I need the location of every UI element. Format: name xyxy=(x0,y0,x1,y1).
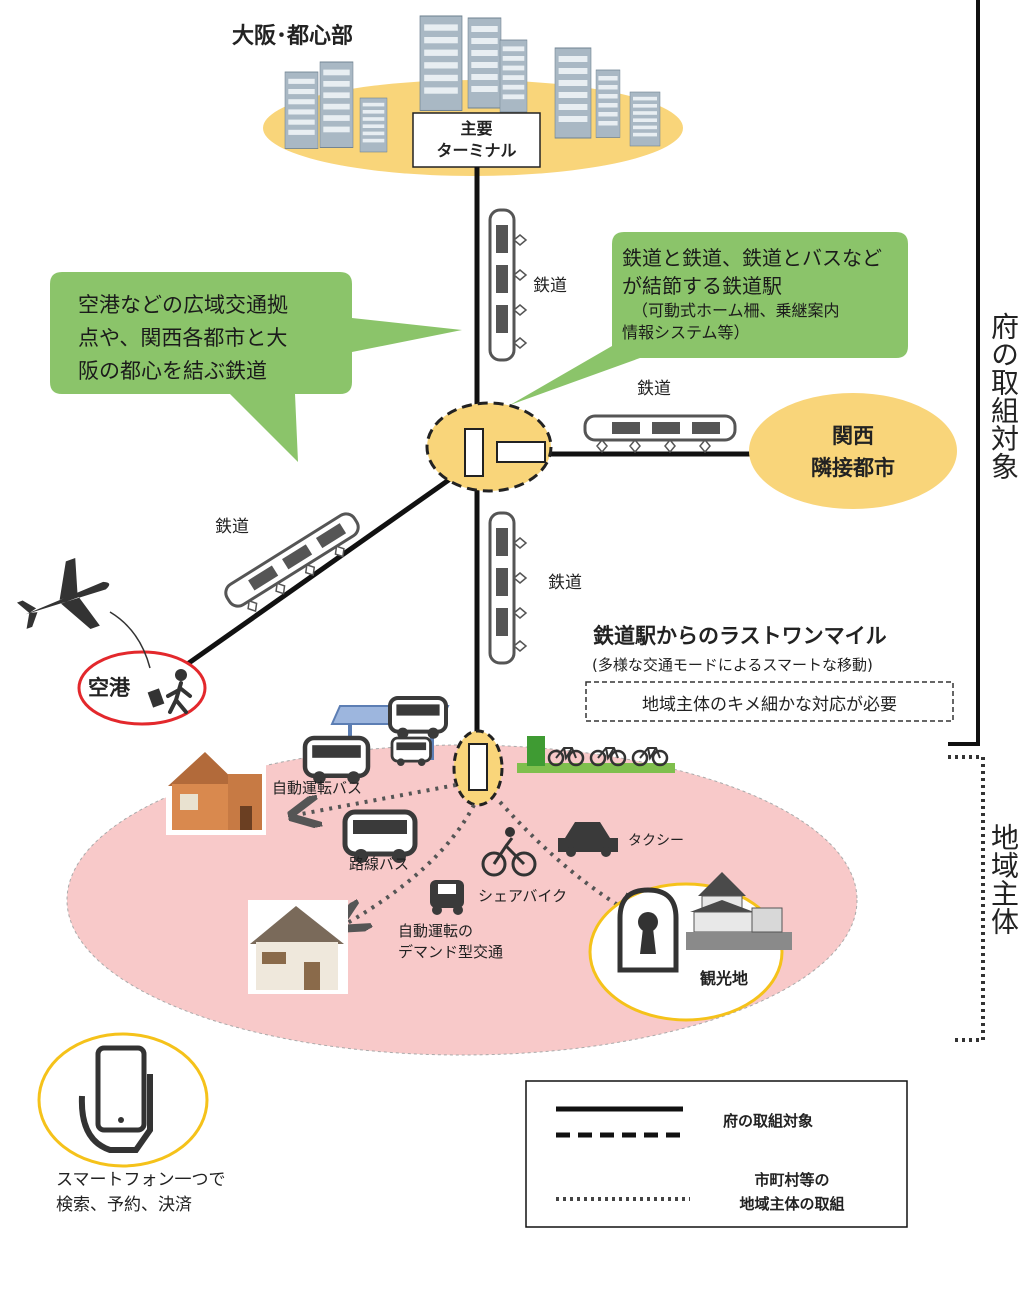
pref-bracket xyxy=(948,0,980,746)
terminal-label-2: ターミナル xyxy=(436,141,517,160)
callout-left-text: 空港などの広域交通拠 点や、関西各都市と大 阪の都心を結ぶ鉄道 xyxy=(78,289,288,388)
kansai-city-label-1: 関西 xyxy=(832,424,874,448)
route-bus-label: 路線バス xyxy=(349,855,410,873)
rail-label-lower: 鉄道 xyxy=(548,573,582,593)
demand-transit-label: 自動運転の デマンド型交通 xyxy=(398,921,503,963)
smartphone-icon xyxy=(78,1045,153,1153)
station-platform-2 xyxy=(496,441,546,463)
side-pref-label: 府の取組対象 xyxy=(987,312,1020,480)
auto-bus-label: 自動運転バス xyxy=(272,779,363,797)
callout-right-line-1: 鉄道と鉄道、鉄道とバスなど xyxy=(622,246,882,270)
rail-label-kansai: 鉄道 xyxy=(637,379,671,399)
airport-label: 空港 xyxy=(88,676,130,700)
osaka-center-label: 大阪･都心部 xyxy=(232,24,354,49)
tunnel-icon xyxy=(617,887,679,973)
taxi-icon xyxy=(558,822,618,857)
bike-parking-base xyxy=(517,763,675,773)
kansai-city-ellipse xyxy=(749,393,957,509)
callout-right-bubble xyxy=(510,232,908,405)
smartphone-caption-line-2: 検索、予約、決済 xyxy=(56,1195,192,1215)
legend-local-line-1: 市町村等の xyxy=(754,1171,830,1189)
callout-left-bubble xyxy=(50,272,462,462)
train-upper xyxy=(488,208,528,362)
flight-path xyxy=(109,611,151,669)
demand-vehicle-icon xyxy=(430,880,464,915)
sightseeing-label: 観光地 xyxy=(700,969,749,988)
callout-right-line-2: が結節する鉄道駅 xyxy=(622,274,782,298)
demand-transit-line-1: 自動運転の xyxy=(398,922,474,940)
legend-local-label: 市町村等の 地域主体の取組 xyxy=(707,1168,877,1216)
rail-label-upper: 鉄道 xyxy=(533,276,567,296)
bike-parking-post xyxy=(527,736,545,766)
last-mile-box-text: 地域主体のキメ細かな対応が必要 xyxy=(642,695,897,715)
last-mile-box xyxy=(585,681,954,722)
local-bracket xyxy=(948,755,985,1042)
station-platform-1 xyxy=(464,428,484,477)
side-local-label: 地域主体 xyxy=(987,823,1020,935)
callout-left-line-1: 空港などの広域交通拠 xyxy=(78,293,288,317)
transfer-station-ellipse xyxy=(425,401,553,493)
callout-right-line-4: 情報システム等） xyxy=(622,323,750,342)
airport-rail-line xyxy=(184,462,472,668)
callout-left-line-3: 阪の都心を結ぶ鉄道 xyxy=(78,359,267,383)
train-kansai xyxy=(583,414,737,454)
callout-left-line-2: 点や、関西各都市と大 xyxy=(78,326,288,350)
demand-transit-line-2: デマンド型交通 xyxy=(398,943,504,961)
legend-box xyxy=(525,1080,908,1228)
castle-icon xyxy=(686,872,792,950)
share-bike-label: シェアバイク xyxy=(478,887,568,905)
house-orange-icon xyxy=(166,747,266,835)
rail-label-airport: 鉄道 xyxy=(215,517,249,537)
smartphone-caption: スマートフォン一つで 検索、予約、決済 xyxy=(56,1168,226,1218)
cyclist-icon xyxy=(481,827,537,877)
traveler-icon xyxy=(147,669,192,714)
train-lower xyxy=(488,511,528,665)
airplane-icon xyxy=(16,557,110,630)
callout-right-text: 鉄道と鉄道、鉄道とバスなど が結節する鉄道駅 （可動式ホーム柵、乗継案内 情報シ… xyxy=(622,244,882,344)
callout-right-line-3: （可動式ホーム柵、乗継案内 xyxy=(632,301,840,320)
last-mile-subtitle: (多様な交通モードによるスマートな移動) xyxy=(592,656,873,674)
terminal-box xyxy=(412,112,541,168)
smartphone-caption-line-1: スマートフォン一つで xyxy=(56,1170,226,1190)
legend-pref-label: 府の取組対象 xyxy=(723,1112,814,1130)
legend-local-line-2: 地域主体の取組 xyxy=(739,1195,845,1213)
taxi-label: タクシー xyxy=(628,833,684,849)
house-white-icon xyxy=(248,900,348,994)
last-mile-title: 鉄道駅からのラストワンマイル xyxy=(593,624,887,648)
local-station-platform xyxy=(468,743,488,791)
terminal-label-1: 主要 xyxy=(460,119,493,138)
kansai-city-label-2: 隣接都市 xyxy=(811,456,895,480)
